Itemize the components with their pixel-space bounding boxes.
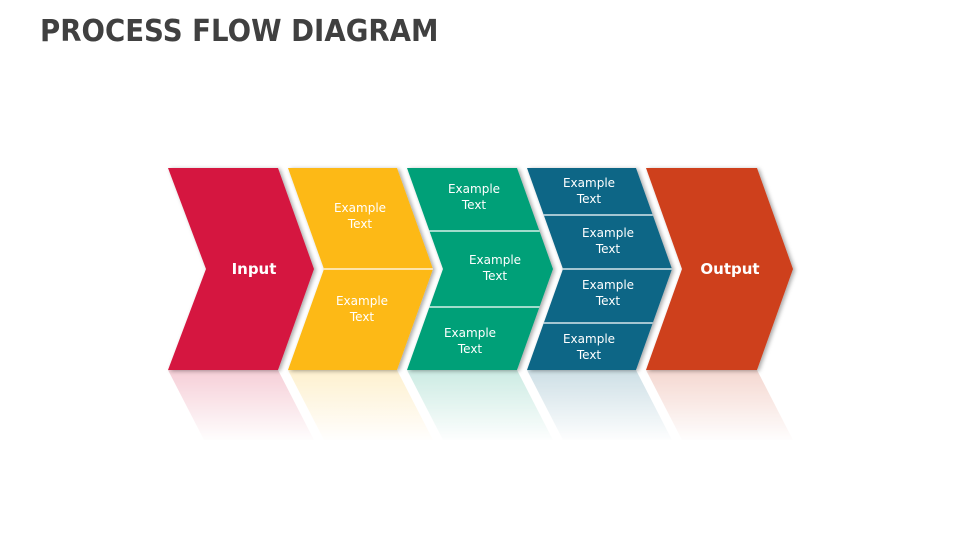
step-1-segment-2: Example Text	[336, 294, 388, 324]
step-1-segment-1: Example Text	[334, 201, 386, 231]
segment-text-line1: Example	[563, 332, 615, 346]
step-3-segment-4: Example Text	[563, 332, 615, 362]
step-2-shape	[407, 168, 553, 370]
step-3-segment-1: Example Text	[563, 176, 615, 206]
step-2-segment-2: Example Text	[469, 253, 521, 283]
step-1-chevron: Example Text Example Text	[288, 168, 433, 370]
input-label: Input	[232, 260, 277, 278]
segment-text-line2: Text	[482, 269, 508, 283]
segment-text-line2: Text	[595, 294, 621, 308]
segment-text-line1: Example	[334, 201, 386, 215]
step-2-segment-3: Example Text	[444, 326, 496, 356]
step-2-chevron: Example Text Example Text Example Text	[407, 168, 553, 370]
segment-text-line2: Text	[576, 348, 602, 362]
segment-text-line1: Example	[469, 253, 521, 267]
segment-text-line2: Text	[576, 192, 602, 206]
segment-text-line2: Text	[461, 198, 487, 212]
step-3-segment-3: Example Text	[582, 278, 634, 308]
segment-text-line2: Text	[349, 310, 375, 324]
page-title: PROCESS FLOW DIAGRAM	[40, 14, 439, 49]
segment-text-line2: Text	[595, 242, 621, 256]
output-label: Output	[700, 260, 759, 278]
output-chevron: Output	[646, 168, 793, 370]
step-2-segment-1: Example Text	[448, 182, 500, 212]
segment-text-line1: Example	[582, 278, 634, 292]
reflection	[150, 370, 820, 442]
input-chevron: Input	[168, 168, 314, 370]
segment-text-line2: Text	[457, 342, 483, 356]
segment-text-line1: Example	[582, 226, 634, 240]
segment-text-line1: Example	[336, 294, 388, 308]
output-shape	[646, 168, 793, 370]
input-shape	[168, 168, 314, 370]
segment-text-line2: Text	[347, 217, 373, 231]
segment-text-line1: Example	[563, 176, 615, 190]
segment-text-line1: Example	[444, 326, 496, 340]
segment-text-line1: Example	[448, 182, 500, 196]
step-3-segment-2: Example Text	[582, 226, 634, 256]
